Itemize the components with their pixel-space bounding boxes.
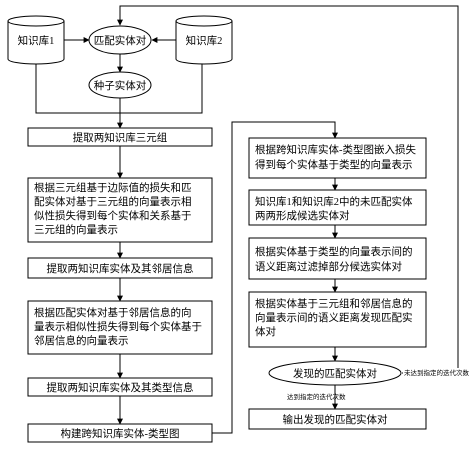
node-kb1: 知识库1: [7, 15, 65, 65]
node-triple-embed-line-4: 三元组的向量表示: [34, 223, 118, 236]
node-candidates-line-2: 两两形成候选实体对: [255, 209, 350, 222]
node-found: 发现的匹配实体对: [268, 360, 402, 386]
edge-label-not-reached-text: 未达到指定的迭代次数: [404, 368, 470, 377]
node-seed-label: 种子实体对: [94, 79, 147, 92]
node-extract-types-label: 提取两知识库实体及其类型信息: [47, 381, 194, 394]
node-triple-embed-line-3: 似性损失得到每个实体和关系基于: [34, 209, 192, 222]
edge-kb1-to-merge: [35, 64, 120, 114]
node-triple-embed-line-1: 根据三元组基于边际值的损失和匹: [34, 181, 192, 194]
edge-label-reached: 达到指定的迭代次数: [287, 392, 346, 401]
node-extract-neighbors-label: 提取两知识库实体及其邻居信息: [47, 262, 194, 275]
node-extract-triples: 提取两知识库三元组: [27, 127, 213, 147]
node-triple-embed-line-2: 配实体对基于三元组的向量表示相: [34, 195, 192, 208]
node-discover-line-2: 向量表示间的语义距离发现匹配实: [255, 311, 413, 324]
node-filter-line-1: 根据实体基于类型的向量表示间的: [255, 245, 413, 258]
node-neighbor-embed-line-3: 邻居信息的向量表示: [34, 334, 129, 347]
node-extract-triples-label: 提取两知识库三元组: [73, 131, 168, 144]
node-candidates-line-1: 知识库1和知识库2中的未匹配实体: [255, 195, 413, 208]
node-match-top-label: 匹配实体对: [94, 34, 147, 47]
node-neighbor-embed-line-1: 根据匹配实体对基于邻居信息的向: [34, 306, 192, 319]
node-found-label: 发现的匹配实体对: [293, 367, 377, 380]
node-build-graph: 构建跨知识库实体-类型图: [27, 423, 213, 443]
node-seed: 种子实体对: [88, 71, 152, 99]
node-discover: 根据实体基于三元组和邻居信息的 向量表示间的语义距离发现匹配实 体对: [248, 291, 427, 348]
node-extract-types: 提取两知识库实体及其类型信息: [27, 377, 213, 397]
node-kb2: 知识库2: [175, 15, 233, 65]
node-filter: 根据实体基于类型的向量表示间的 语义距离过滤掉部分候选实体对: [248, 237, 427, 280]
node-discover-line-3: 体对: [255, 325, 276, 338]
node-neighbor-embed-line-2: 量表示相似性损失得到每个实体基于: [34, 320, 202, 333]
edge-graph-to-type-embed: [212, 121, 338, 434]
edge-kb2-to-merge: [120, 64, 203, 114]
node-kb1-label: 知识库1: [18, 34, 55, 47]
node-extract-neighbors: 提取两知识库实体及其邻居信息: [27, 257, 213, 279]
node-output: 输出发现的匹配实体对: [248, 408, 427, 430]
node-discover-line-1: 根据实体基于三元组和邻居信息的: [255, 297, 413, 310]
node-match-top: 匹配实体对: [88, 25, 152, 55]
node-type-embed: 根据跨知识库实体-类型图嵌入损失 得到每个实体基于类型的向量表示: [248, 137, 427, 179]
edge-label-not-reached: 未达到指定的迭代次数: [403, 368, 470, 377]
node-type-embed-line-2: 得到每个实体基于类型的向量表示: [255, 158, 413, 171]
node-candidates: 知识库1和知识库2中的未匹配实体 两两形成候选实体对: [248, 189, 427, 226]
node-kb2-label: 知识库2: [186, 34, 223, 47]
node-build-graph-label: 构建跨知识库实体-类型图: [61, 427, 180, 440]
node-neighbor-embed: 根据匹配实体对基于邻居信息的向 量表示相似性损失得到每个实体基于 邻居信息的向量…: [27, 300, 213, 355]
node-filter-line-2: 语义距离过滤掉部分候选实体对: [255, 260, 402, 273]
node-triple-embed: 根据三元组基于边际值的损失和匹 配实体对基于三元组的向量表示相 似性损失得到每个…: [27, 177, 213, 243]
node-type-embed-line-1: 根据跨知识库实体-类型图嵌入损失: [255, 143, 416, 156]
node-output-label: 输出发现的匹配实体对: [283, 413, 388, 426]
